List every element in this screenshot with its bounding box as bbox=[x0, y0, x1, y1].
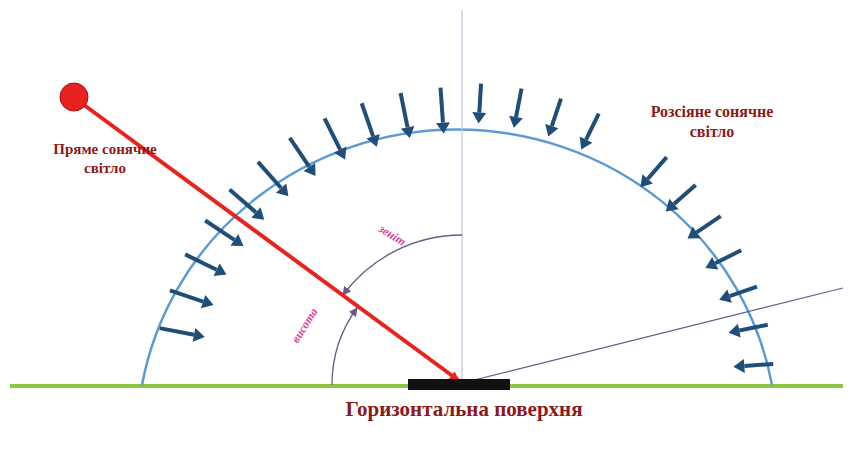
diffuse-arrow bbox=[715, 250, 741, 263]
diffuse-arrowhead bbox=[472, 112, 486, 123]
diffuse-arrow bbox=[586, 114, 599, 140]
diffuse-light-label: Розсіяне сонячне світло bbox=[640, 100, 784, 144]
diffuse-arrowhead bbox=[230, 234, 243, 246]
diffuse-arrowhead bbox=[705, 257, 718, 270]
diffuse-arrow bbox=[230, 189, 256, 212]
diffuse-arrow bbox=[674, 185, 696, 204]
diffuse-arrowhead bbox=[334, 147, 347, 160]
diffuse-arrowhead bbox=[401, 126, 415, 138]
surface-plate bbox=[408, 379, 510, 390]
diffuse-arrowhead bbox=[201, 295, 214, 308]
direct-light-label: Пряме сонячне світло bbox=[40, 140, 170, 178]
diffuse-arrow bbox=[744, 364, 773, 366]
sun bbox=[60, 83, 88, 111]
diffuse-arrowhead bbox=[509, 116, 523, 128]
sky-dome bbox=[142, 130, 772, 385]
diffuse-arrow bbox=[160, 328, 194, 335]
diffuse-arrow bbox=[697, 216, 721, 232]
diffuse-arrowhead bbox=[276, 183, 289, 196]
diffuse-arrowhead bbox=[640, 174, 652, 187]
altitude-label: висота bbox=[280, 292, 330, 359]
diffuse-arrowhead bbox=[719, 290, 732, 303]
diffuse-arrowhead bbox=[251, 207, 264, 219]
diffuse-arrowhead bbox=[367, 134, 380, 147]
diffuse-arrow bbox=[516, 89, 522, 117]
diffuse-arrow bbox=[170, 290, 203, 301]
diffuse-arrow bbox=[552, 99, 561, 127]
diffuse-arrowhead bbox=[436, 122, 450, 133]
diffuse-arrow bbox=[325, 118, 341, 149]
diffuse-arrow bbox=[362, 103, 373, 136]
diffuse-arrow bbox=[185, 254, 216, 269]
diffuse-arrowhead bbox=[733, 359, 744, 373]
surface-label: Горизонтальна поверхня bbox=[332, 394, 596, 424]
diffuse-arrow bbox=[739, 325, 767, 331]
diffuse-arrow bbox=[401, 93, 408, 127]
diffuse-arrowhead bbox=[666, 199, 679, 212]
diffuse-arrow bbox=[479, 84, 481, 113]
diffuse-arrow bbox=[441, 88, 443, 123]
reflect-line bbox=[462, 288, 843, 383]
diffuse-arrow bbox=[290, 138, 310, 167]
zenith-label: зеніт bbox=[363, 213, 422, 258]
diffuse-arrow bbox=[258, 162, 281, 188]
diffuse-arrowhead bbox=[545, 124, 558, 137]
diffuse-arrowhead bbox=[687, 227, 700, 239]
diffuse-arrowhead bbox=[580, 137, 593, 150]
diffuse-arrowhead bbox=[729, 324, 741, 338]
diffuse-arrow bbox=[648, 157, 667, 179]
diffuse-arrowhead bbox=[193, 328, 205, 342]
diffuse-arrow bbox=[730, 287, 757, 296]
zenith-line bbox=[461, 10, 462, 383]
diffuse-arrow bbox=[205, 221, 234, 240]
diffuse-arrowhead bbox=[214, 263, 227, 276]
altitude-arc bbox=[332, 308, 357, 385]
diffuse-arrowhead bbox=[304, 163, 316, 176]
